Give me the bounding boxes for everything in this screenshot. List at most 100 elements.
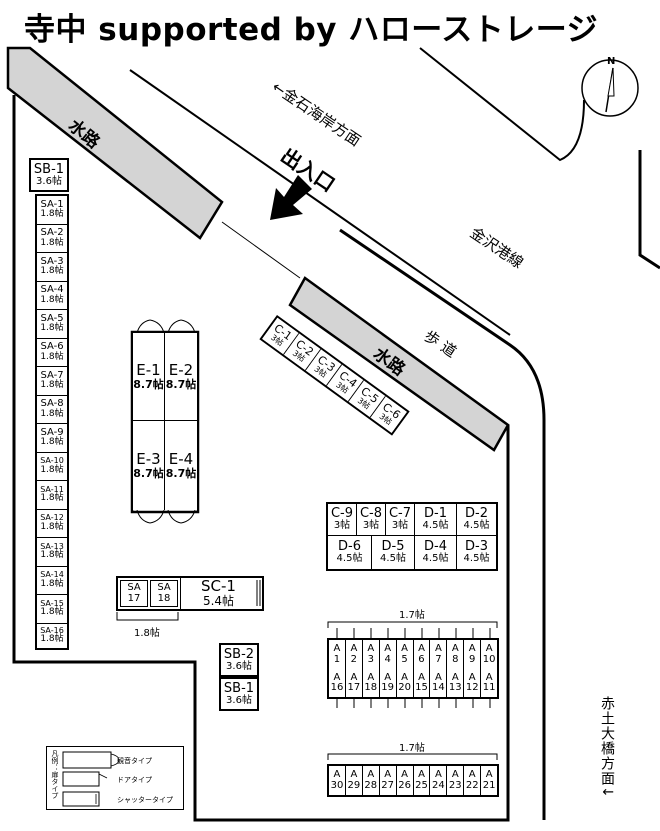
sc-block: SA 17 SA 18 SC-1 5.4帖 xyxy=(116,576,264,611)
unit-code: SA-12 xyxy=(40,513,64,523)
unit-size: 1.8帖 xyxy=(40,323,64,334)
unit-e-4[interactable]: E-4 8.7帖 xyxy=(165,421,197,510)
unit-size: 8.7帖 xyxy=(133,466,164,480)
unit-code: SA-5 xyxy=(40,312,64,324)
unit-code: E-1 xyxy=(136,360,161,379)
unit-e-3[interactable]: E-3 8.7帖 xyxy=(133,421,165,510)
unit-size: 1.8帖 xyxy=(40,294,64,305)
unit-code: SB-1 xyxy=(33,161,65,177)
unit-number: 11 xyxy=(482,682,496,693)
unit-number: 25 xyxy=(415,779,428,791)
unit-letter: A xyxy=(367,643,375,654)
unit-e-1[interactable]: E-1 8.7帖 xyxy=(133,333,165,421)
unit-code: E-4 xyxy=(168,449,194,468)
unit-size: 3帖 xyxy=(391,520,409,532)
unit-e-2[interactable]: E-2 8.7帖 xyxy=(165,333,197,421)
waterway-right xyxy=(288,276,510,452)
unit-size: 1.8帖 xyxy=(40,408,64,419)
unit-number: 1 xyxy=(333,653,341,665)
unit-letter: A xyxy=(367,769,375,780)
unit-letter: A xyxy=(384,671,392,683)
unit-letter: A xyxy=(451,643,459,654)
unit-size: 4.5帖 xyxy=(336,553,363,565)
unit-number: 16 xyxy=(330,682,344,693)
unit-sb-1-top[interactable]: SB-1 3.6帖 xyxy=(29,158,69,192)
unit-letter: A xyxy=(434,769,442,780)
unit-number: 17 xyxy=(127,592,141,604)
unit-code: SA-11 xyxy=(40,484,64,494)
unit-sc-1[interactable]: SC-1 5.4帖 xyxy=(180,578,256,609)
unit-code: SB-2 xyxy=(223,646,255,662)
unit-sa-18[interactable]: SA 18 xyxy=(150,580,178,607)
unit-size: 1.8帖 xyxy=(40,521,64,532)
e-block-outline xyxy=(130,330,200,514)
unit-code: SA-15 xyxy=(40,598,64,608)
unit-number: 8 xyxy=(452,653,459,665)
unit-code: SA xyxy=(127,582,141,593)
unit-code: SA-6 xyxy=(40,341,64,353)
unit-sa-17[interactable]: SA 17 xyxy=(120,580,148,607)
unit-sb-2[interactable]: SB-2 3.6帖 xyxy=(219,643,259,677)
unit-letter: A xyxy=(384,643,392,654)
unit-sb-1-bottom[interactable]: SB-1 3.6帖 xyxy=(219,677,259,711)
